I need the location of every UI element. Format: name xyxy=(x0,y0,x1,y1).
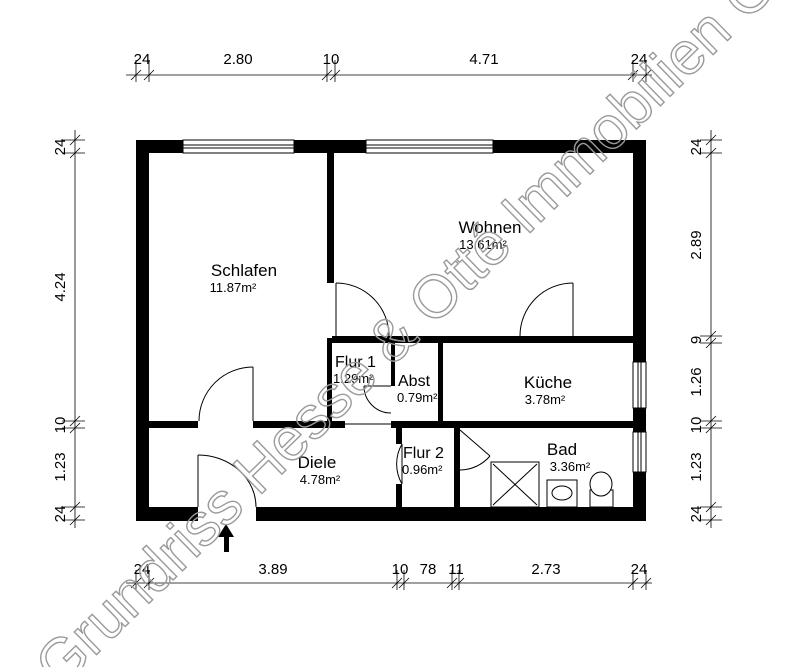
room-diele-area: 4.78m² xyxy=(300,472,341,487)
walls xyxy=(136,140,646,521)
wall-diele-flur2-top xyxy=(396,428,402,444)
wall-schlafen-bottom-1 xyxy=(149,421,198,428)
wall-schlafen-bottom-2 xyxy=(253,421,345,428)
room-abst-name: Abst xyxy=(398,373,431,390)
left-dim-3: 10 xyxy=(52,417,69,434)
wall-schlafen-wohnen xyxy=(327,153,334,283)
bottom-dimension-chain: 24 3.89 10 78 11 2.73 24 xyxy=(126,561,652,590)
window-schlafen xyxy=(182,139,295,154)
room-flur1-area: 1.29m² xyxy=(333,371,374,386)
top-dim-1: 24 xyxy=(134,51,151,68)
wall-kueche-bottom xyxy=(391,421,633,428)
room-kueche-area: 3.78m² xyxy=(525,392,566,407)
top-dim-3: 10 xyxy=(323,51,340,68)
room-flur2-name: Flur 2 xyxy=(403,445,444,462)
doors xyxy=(197,282,574,508)
right-dim-2: 2.89 xyxy=(688,230,705,259)
bottom-dim-6: 2.73 xyxy=(531,561,560,578)
exterior-wall-bottom-2 xyxy=(256,507,646,521)
top-dimension-chain: 24 2.80 10 4.71 24 xyxy=(126,51,652,82)
room-flur2-area: 0.96m² xyxy=(402,462,443,477)
window-bad xyxy=(632,431,647,473)
bottom-dim-3: 10 xyxy=(392,561,409,578)
room-labels: Schlafen 11.87m² Wohnen 13.61m² Flur 1 1… xyxy=(210,218,591,487)
exterior-wall-right-1 xyxy=(633,140,646,362)
top-dim-5: 24 xyxy=(631,51,648,68)
top-dim-2: 2.80 xyxy=(223,51,252,68)
left-dimension-chain: 24 4.24 10 1.23 24 xyxy=(52,130,85,528)
right-dim-4: 1.26 xyxy=(688,367,705,396)
room-abst-area: 0.79m² xyxy=(397,390,438,405)
bottom-dim-2: 3.89 xyxy=(258,561,287,578)
room-bad-name: Bad xyxy=(547,440,577,459)
wall-diele-flur2-bottom xyxy=(396,484,402,508)
exterior-wall-top-3 xyxy=(493,140,646,153)
left-dim-4: 1.23 xyxy=(52,452,69,481)
right-dim-3: 9 xyxy=(688,336,705,344)
left-dim-1: 24 xyxy=(52,139,69,156)
right-dim-7: 24 xyxy=(688,506,705,523)
top-dim-4: 4.71 xyxy=(469,51,498,68)
room-schlafen-name: Schlafen xyxy=(211,261,277,280)
room-wohnen-name: Wohnen xyxy=(458,218,521,237)
wall-wohnen-bottom xyxy=(332,336,633,343)
room-kueche-name: Küche xyxy=(524,373,572,392)
room-schlafen-area: 11.87m² xyxy=(210,280,257,295)
exterior-wall-right-3 xyxy=(633,472,646,521)
right-dim-1: 24 xyxy=(688,139,705,156)
room-diele-name: Diele xyxy=(298,453,337,472)
wall-flur1-abst xyxy=(391,338,395,386)
exterior-wall-right-2 xyxy=(633,408,646,432)
window-kueche xyxy=(632,361,647,409)
exterior-wall-left xyxy=(136,140,149,521)
entrance-arrow-icon xyxy=(218,524,234,552)
wall-flur1-left xyxy=(327,338,332,422)
room-wohnen-area: 13.61m² xyxy=(459,237,507,252)
windows xyxy=(182,139,647,473)
exterior-wall-top-2 xyxy=(294,140,366,153)
room-flur1-name: Flur 1 xyxy=(335,354,376,371)
bottom-dim-5: 11 xyxy=(448,561,464,578)
wall-abst-kueche xyxy=(438,338,443,422)
toilet-bowl xyxy=(589,471,613,497)
window-wohnen xyxy=(365,139,494,154)
left-dim-2: 4.24 xyxy=(52,272,69,301)
room-bad-area: 3.36m² xyxy=(550,459,591,474)
wall-flur2-bad xyxy=(454,428,460,508)
bottom-dim-4: 78 xyxy=(420,561,437,578)
right-dim-6: 1.23 xyxy=(688,452,705,481)
bathroom-fixtures xyxy=(490,461,614,508)
bottom-dim-7: 24 xyxy=(631,561,648,578)
right-dim-5: 10 xyxy=(688,417,705,434)
exterior-wall-bottom-1 xyxy=(136,507,198,521)
bottom-dim-1: 24 xyxy=(134,561,151,578)
left-dim-5: 24 xyxy=(52,506,69,523)
sink xyxy=(546,479,578,508)
right-dimension-chain: 24 2.89 9 1.26 10 1.23 24 xyxy=(688,130,722,528)
